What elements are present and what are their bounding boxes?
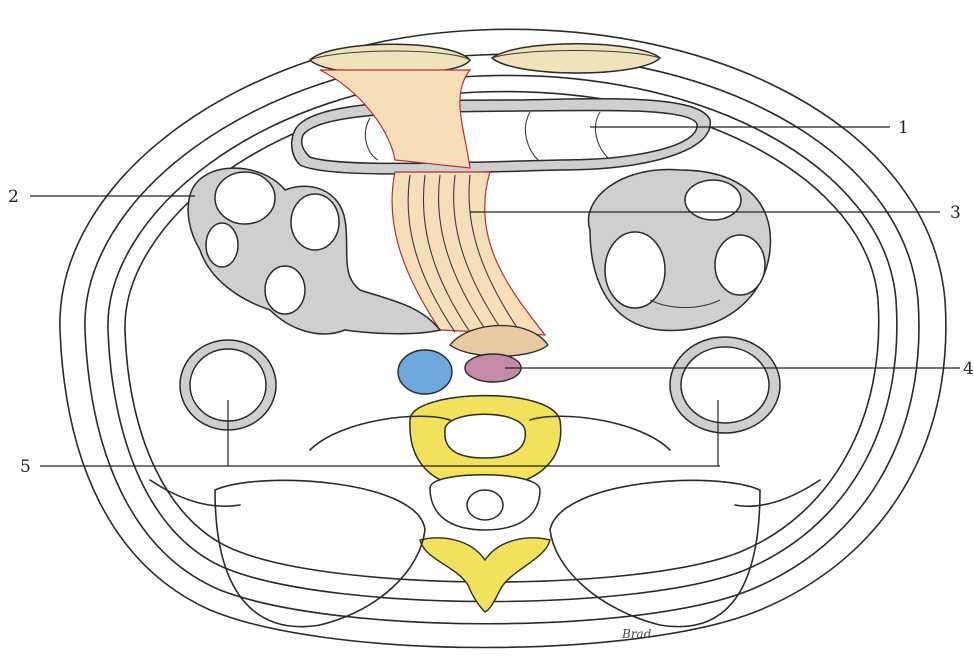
great-vessels: [398, 350, 521, 394]
label-2: 2: [8, 187, 19, 207]
artist-signature: Brad: [621, 627, 652, 641]
label-4: 4: [963, 359, 974, 379]
label-5: 5: [20, 457, 31, 477]
label-3: 3: [950, 203, 961, 223]
label-1: 1: [898, 118, 909, 138]
vertebra: [410, 396, 561, 612]
transverse-colon: [292, 99, 711, 174]
inferior-vena-cava: [398, 350, 452, 394]
descending-bowel-loops: [588, 170, 770, 331]
